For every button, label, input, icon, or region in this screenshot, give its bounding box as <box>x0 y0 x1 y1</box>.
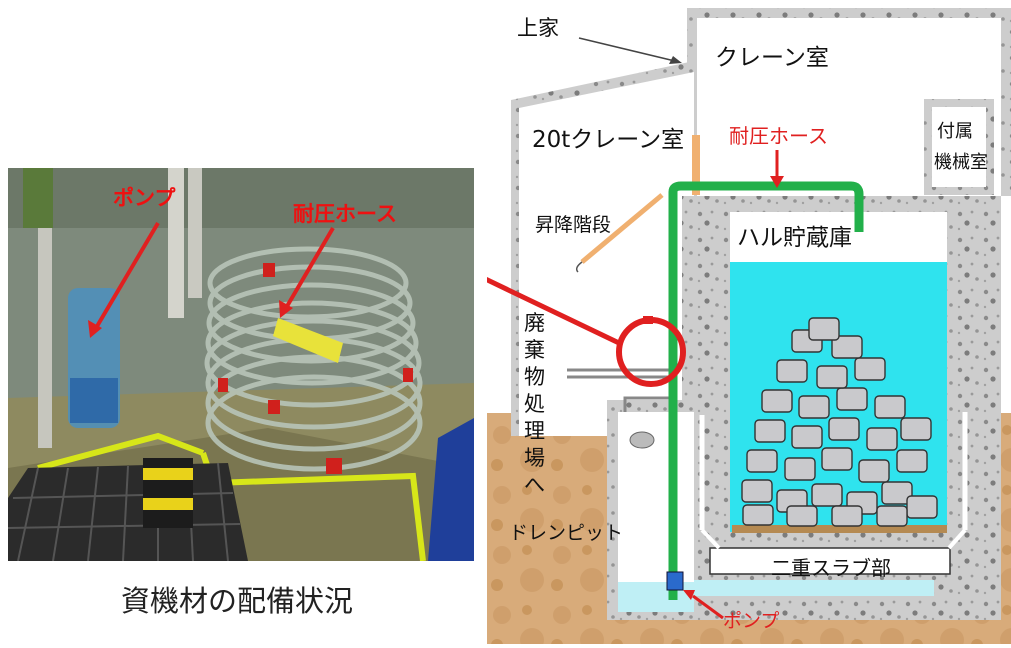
diagram-pump-label: ポンプ <box>723 610 780 632</box>
diagram-hose-label: 耐圧ホース <box>729 124 828 148</box>
photo-caption: 資機材の配備状況 <box>120 584 353 618</box>
photo-pump-label: ポンプ <box>113 186 176 210</box>
aux-room-label-2: 機械室 <box>934 152 988 173</box>
waste-facility-label: 廃棄物処理場へ <box>524 311 545 497</box>
stairs-label: 昇降階段 <box>535 214 612 236</box>
crane-20t-room-label: 20tクレーン室 <box>532 127 685 153</box>
upper-house-label: 上家 <box>517 16 559 40</box>
equipment-photo: ポンプ 耐圧ホース <box>8 168 474 561</box>
double-slab-label: 二重スラブ部 <box>771 556 891 580</box>
photo-hose-label: 耐圧ホース <box>293 202 397 226</box>
drain-pit-label: ドレンピット <box>509 522 624 544</box>
aux-room-label-1: 付属 <box>937 121 973 142</box>
crane-room-label: クレーン室 <box>715 45 829 71</box>
hull-storage-label: ハル貯蔵庫 <box>737 225 852 251</box>
cross-section-diagram: 上家 クレーン室 20tクレーン室 付属 機械室 耐圧ホース 昇降階段 ハル貯蔵… <box>475 0 1011 644</box>
